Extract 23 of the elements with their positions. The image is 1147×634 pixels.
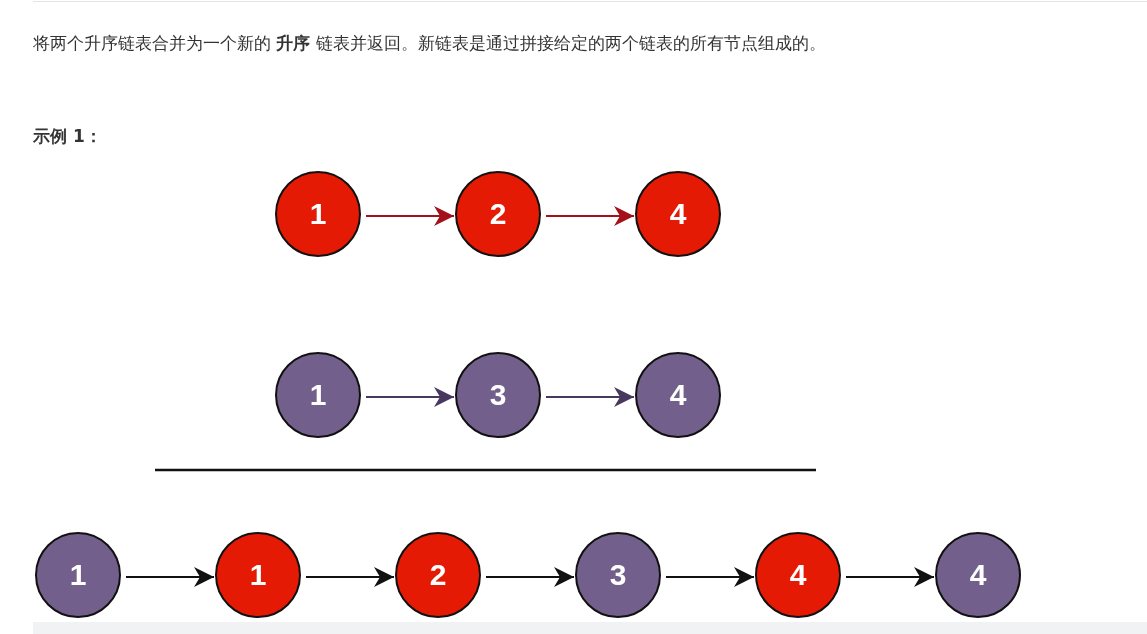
- list-node-circle: 4: [755, 532, 841, 618]
- list-node-circle: 2: [395, 532, 481, 618]
- list-node-circle: 4: [635, 352, 721, 438]
- arrow: [545, 206, 635, 226]
- arrow: [365, 206, 455, 226]
- arrow: [665, 567, 755, 587]
- arrow: [845, 567, 935, 587]
- description-text: 将两个升序链表合并为一个新的 升序 链表并返回。新链表是通过拼接给定的两个链表的所有节点组成的。: [33, 32, 826, 55]
- arrow: [485, 567, 575, 587]
- example-heading: 示例 1：: [33, 125, 102, 148]
- list-node-circle: 4: [935, 532, 1021, 618]
- arrow: [125, 567, 215, 587]
- arrow: [365, 387, 455, 407]
- list-node-circle: 1: [215, 532, 301, 618]
- list-node-circle: 1: [275, 352, 361, 438]
- list-node-circle: 4: [635, 171, 721, 257]
- list-node-circle: 3: [575, 532, 661, 618]
- list-node-circle: 1: [35, 532, 121, 618]
- list-node-circle: 2: [455, 171, 541, 257]
- list-node-circle: 1: [275, 171, 361, 257]
- arrow: [305, 567, 395, 587]
- list-node-circle: 3: [455, 352, 541, 438]
- arrow: [545, 387, 635, 407]
